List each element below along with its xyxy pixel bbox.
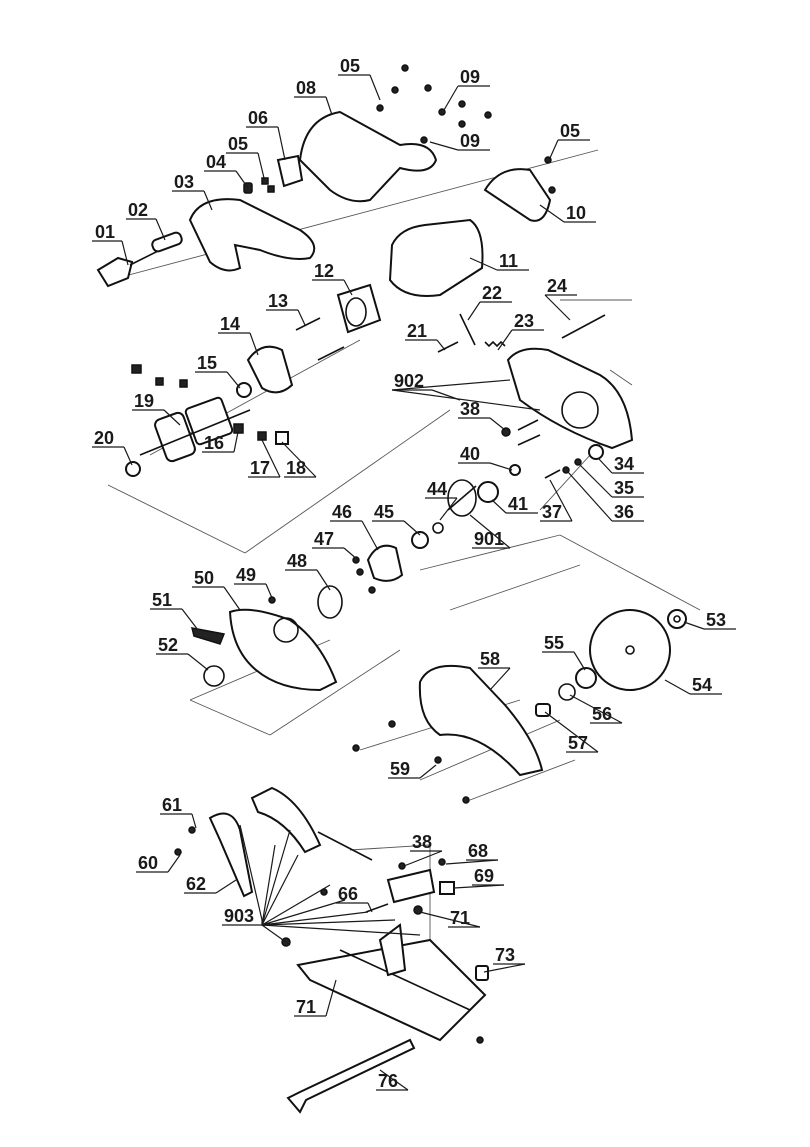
label-48: 48 [287, 551, 307, 571]
label-68: 68 [468, 841, 488, 861]
label-18: 18 [286, 458, 306, 478]
label-901: 901 [474, 529, 504, 549]
label-902: 902 [394, 371, 424, 391]
label-47: 47 [314, 529, 334, 549]
label-36: 36 [614, 502, 634, 522]
label-38-base: 38 [412, 832, 432, 852]
label-45: 45 [374, 502, 394, 522]
label-17: 17 [250, 458, 270, 478]
label-49: 49 [236, 565, 256, 585]
label-22: 22 [482, 283, 502, 303]
label-58: 58 [480, 649, 500, 669]
label-12: 12 [314, 261, 334, 281]
label-50: 50 [194, 568, 214, 588]
label-34: 34 [614, 454, 634, 474]
part-labels: 01 02 03 04 05 06 08 05 09 09 05 10 11 1… [94, 56, 726, 1091]
label-52: 52 [158, 635, 178, 655]
label-13: 13 [268, 291, 288, 311]
label-14: 14 [220, 314, 240, 334]
label-57: 57 [568, 733, 588, 753]
label-09-mid: 09 [460, 131, 480, 151]
label-03: 03 [174, 172, 194, 192]
label-05-top: 05 [340, 56, 360, 76]
label-71-bracket: 71 [450, 908, 470, 928]
label-05-handle: 05 [228, 134, 248, 154]
label-66: 66 [338, 884, 358, 904]
label-40: 40 [460, 444, 480, 464]
label-51: 51 [152, 590, 172, 610]
label-56: 56 [592, 704, 612, 724]
label-09-top: 09 [460, 67, 480, 87]
label-59: 59 [390, 759, 410, 779]
label-15: 15 [197, 353, 217, 373]
label-06: 06 [248, 108, 268, 128]
label-44: 44 [427, 479, 447, 499]
label-61: 61 [162, 795, 182, 815]
label-62: 62 [186, 874, 206, 894]
label-35: 35 [614, 478, 634, 498]
label-23: 23 [514, 311, 534, 331]
label-19: 19 [134, 391, 154, 411]
label-55: 55 [544, 633, 564, 653]
label-69: 69 [474, 866, 494, 886]
label-903: 903 [224, 906, 254, 926]
label-41: 41 [508, 494, 528, 514]
label-76: 76 [378, 1071, 398, 1091]
label-10: 10 [566, 203, 586, 223]
label-21: 21 [407, 321, 427, 341]
label-05-cap: 05 [560, 121, 580, 141]
label-53: 53 [706, 610, 726, 630]
part-drawings [96, 64, 687, 1114]
label-46: 46 [332, 502, 352, 522]
label-08: 08 [296, 78, 316, 98]
label-54: 54 [692, 675, 712, 695]
label-04: 04 [206, 152, 226, 172]
label-38-housing: 38 [460, 399, 480, 419]
label-24: 24 [547, 276, 567, 296]
label-60: 60 [138, 853, 158, 873]
label-01: 01 [95, 222, 115, 242]
label-71-base: 71 [296, 997, 316, 1017]
label-16: 16 [204, 433, 224, 453]
label-20: 20 [94, 428, 114, 448]
leader-lines [92, 74, 736, 1091]
label-02: 02 [128, 200, 148, 220]
label-37: 37 [542, 502, 562, 522]
label-11: 11 [499, 251, 518, 271]
label-73: 73 [495, 945, 515, 965]
